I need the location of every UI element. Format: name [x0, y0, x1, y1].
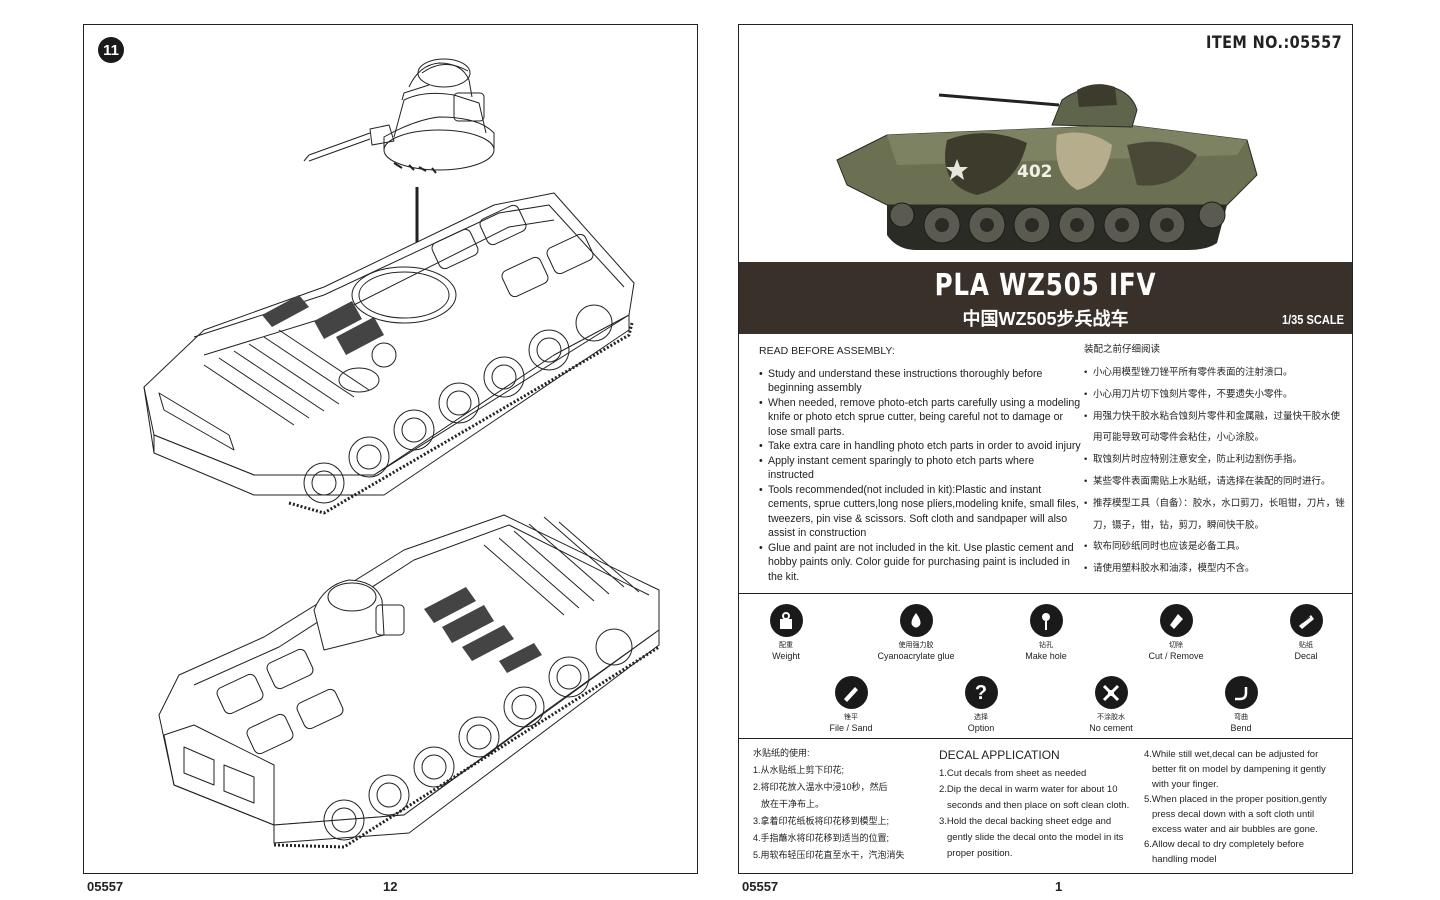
- read-cn-heading: 装配之前仔细阅读: [1084, 344, 1161, 355]
- read-en-item: Apply instant cement sparingly to photo …: [759, 454, 1081, 483]
- right-page-frame: ITEM NO.:05557 402 PLA WZ505 IFV 中国WZ505…: [738, 24, 1353, 874]
- footer-code-right: 05557: [742, 879, 779, 894]
- read-cn-item: 推荐模型工具（自备）：胶水，水口剪刀，长咀钳，刀片，锉刀，镊子，钳，钻，剪刀，瞬…: [1084, 493, 1349, 537]
- footer-code-left: 05557: [87, 879, 124, 894]
- read-en-item: When needed, remove photo-etch parts car…: [759, 396, 1081, 440]
- read-before-assembly-english: READ BEFORE ASSEMBLY: Study and understa…: [759, 344, 1081, 584]
- weight-icon: [769, 604, 803, 637]
- title-english: PLA WZ505 IFV: [934, 268, 1157, 303]
- read-cn-item: 软布同砂纸同时也应该是必备工具。: [1084, 536, 1349, 558]
- symbol-file: 锉平 File / Sand: [801, 676, 901, 733]
- turret-drawing: [303, 58, 495, 174]
- hull-top-view: [143, 192, 635, 515]
- symbol-make-hole: 钻孔 Make hole: [996, 604, 1096, 661]
- read-en-item: Study and understand these instructions …: [759, 367, 1081, 396]
- read-en-heading: READ BEFORE ASSEMBLY:: [759, 345, 895, 357]
- scale-label: 1/35 SCALE: [1281, 312, 1344, 327]
- decal-icon: [1289, 604, 1323, 637]
- read-cn-item: 用强力快干胶水粘合蚀刻片零件和金属融，过量快干胶水使用可能导致可动零件会粘住，小…: [1084, 406, 1349, 450]
- title-chinese: 中国WZ505步兵战车: [962, 309, 1129, 329]
- page-number-left: 12: [383, 879, 398, 894]
- read-en-item: Take extra care in handling photo etch p…: [759, 439, 1081, 454]
- decal-instructions-english: DECAL APPLICATION 1.Cut decals from shee…: [939, 747, 1144, 862]
- read-before-assembly-chinese: 装配之前仔细阅读 小心用模型锉刀锉平所有零件表面的注射溃口。 小心用刀片切下蚀刻…: [1084, 344, 1349, 580]
- hero-vehicle-number: 402: [1017, 162, 1053, 182]
- read-cn-item: 取蚀刻片时应特别注意安全，防止利边割伤手指。: [1084, 449, 1349, 471]
- decal-instructions-english-continued: 4.While still wet,decal can be adjusted …: [1144, 749, 1327, 865]
- decal-instructions-chinese: 水贴纸的使用: 1.从水贴纸上剪下印花; 2.将印花放入温水中浸10秒，然后 放…: [753, 748, 905, 860]
- read-cn-item: 小心用模型锉刀锉平所有零件表面的注射溃口。: [1084, 362, 1349, 384]
- file-icon: [834, 676, 868, 709]
- read-cn-item: 小心用刀片切下蚀刻片零件，不要遗失小零件。: [1084, 384, 1349, 406]
- assembly-diagram: [143, 58, 660, 849]
- read-en-item: Glue and paint are not included in the k…: [759, 541, 1081, 585]
- page-number-right: 1: [1055, 879, 1063, 894]
- no-cement-icon: [1094, 676, 1128, 709]
- glue-drop-icon: [899, 604, 933, 637]
- symbol-weight: 配重 Weight: [739, 604, 836, 661]
- bend-icon: [1224, 676, 1258, 709]
- symbol-decal: 贴纸 Decal: [1256, 604, 1352, 661]
- symbol-bend: 弯曲 Bend: [1191, 676, 1291, 733]
- read-en-item: Tools recommended(not included in kit):P…: [759, 483, 1081, 541]
- hull-bottom-view: [158, 514, 660, 849]
- left-page-frame: 11: [83, 24, 698, 874]
- symbol-cut: 切除 Cut / Remove: [1126, 604, 1226, 661]
- read-cn-item: 请使用塑料胶水和油漆，模型内不含。: [1084, 558, 1349, 580]
- step-number-badge: 11: [98, 37, 124, 63]
- hero-vehicle-illustration: 402: [836, 84, 1258, 250]
- read-cn-item: 某些零件表面需贴上水贴纸，请选择在装配的同时进行。: [1084, 471, 1349, 493]
- symbol-legend: 配重 Weight 使用强力胶 Cyanoacrylate glue 钻孔 Ma…: [739, 593, 1352, 739]
- symbol-no-cement: 不涂胶水 No cement: [1061, 676, 1161, 733]
- item-number: ITEM NO.:05557: [1205, 33, 1342, 53]
- symbol-glue: 使用强力胶 Cyanoacrylate glue: [866, 604, 966, 661]
- symbol-option: ? 选择 Option: [931, 676, 1031, 733]
- cut-icon: [1159, 604, 1193, 637]
- decal-heading: DECAL APPLICATION: [939, 748, 1060, 762]
- drill-icon: [1029, 604, 1063, 637]
- question-icon: ?: [964, 676, 998, 709]
- title-band: PLA WZ505 IFV 中国WZ505步兵战车 1/35 SCALE: [739, 262, 1352, 334]
